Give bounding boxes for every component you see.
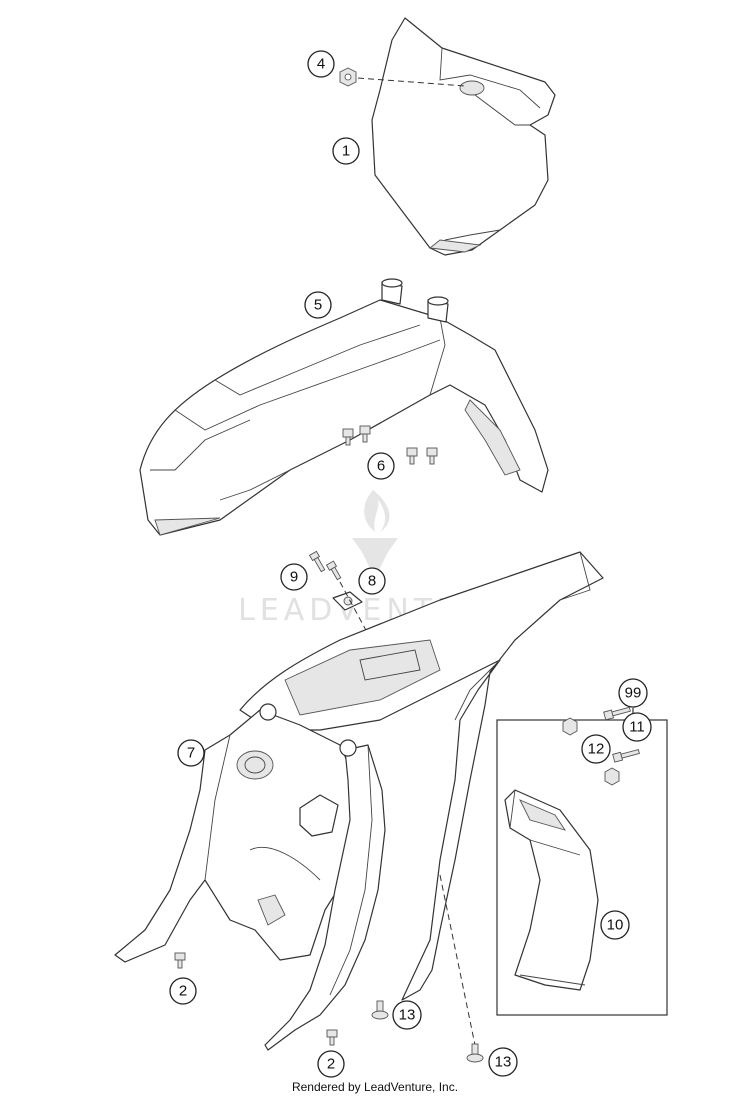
callout-9: 9 bbox=[280, 563, 308, 591]
svg-text:5: 5 bbox=[314, 297, 322, 314]
callout-12: 12 bbox=[581, 734, 611, 764]
callout-4: 4 bbox=[307, 50, 335, 78]
svg-text:10: 10 bbox=[607, 917, 624, 934]
callout-2-bottom: 2 bbox=[317, 1050, 345, 1078]
fasteners-2-13 bbox=[174, 952, 484, 1063]
part-7-rear-fender bbox=[114, 551, 604, 1051]
svg-text:7: 7 bbox=[187, 745, 195, 762]
part-4-nut bbox=[339, 67, 466, 87]
callout-8: 8 bbox=[358, 567, 386, 595]
callout-10: 10 bbox=[600, 910, 630, 940]
svg-text:99: 99 bbox=[625, 685, 642, 702]
callout-7: 7 bbox=[177, 739, 205, 767]
footer-credit: Rendered by LeadVenture, Inc. bbox=[291, 1080, 459, 1094]
svg-text:9: 9 bbox=[290, 569, 298, 586]
callout-13-lower: 13 bbox=[488, 1047, 518, 1077]
svg-text:8: 8 bbox=[368, 573, 376, 590]
svg-text:2: 2 bbox=[327, 1056, 335, 1073]
svg-text:12: 12 bbox=[588, 741, 605, 758]
callout-6: 6 bbox=[367, 452, 395, 480]
svg-text:13: 13 bbox=[495, 1054, 512, 1071]
svg-text:11: 11 bbox=[629, 719, 645, 736]
part-5-front-fender bbox=[139, 278, 549, 536]
callout-2-left: 2 bbox=[169, 977, 197, 1005]
svg-text:4: 4 bbox=[317, 56, 325, 73]
svg-text:6: 6 bbox=[377, 458, 385, 475]
parts-8-9-bracket-screw bbox=[308, 550, 383, 661]
part-6-screws bbox=[342, 425, 438, 465]
kit-99-mudflap-kit bbox=[496, 706, 668, 1016]
svg-text:13: 13 bbox=[399, 1007, 416, 1024]
callout-1: 1 bbox=[332, 137, 360, 165]
callout-5: 5 bbox=[304, 291, 332, 319]
part-1-number-plate bbox=[371, 17, 556, 256]
callout-13-upper: 13 bbox=[392, 1000, 422, 1030]
callout-11: 11 bbox=[622, 712, 652, 742]
svg-text:1: 1 bbox=[342, 143, 350, 160]
svg-text:2: 2 bbox=[179, 983, 187, 1000]
callout-99: 99 bbox=[618, 678, 648, 708]
